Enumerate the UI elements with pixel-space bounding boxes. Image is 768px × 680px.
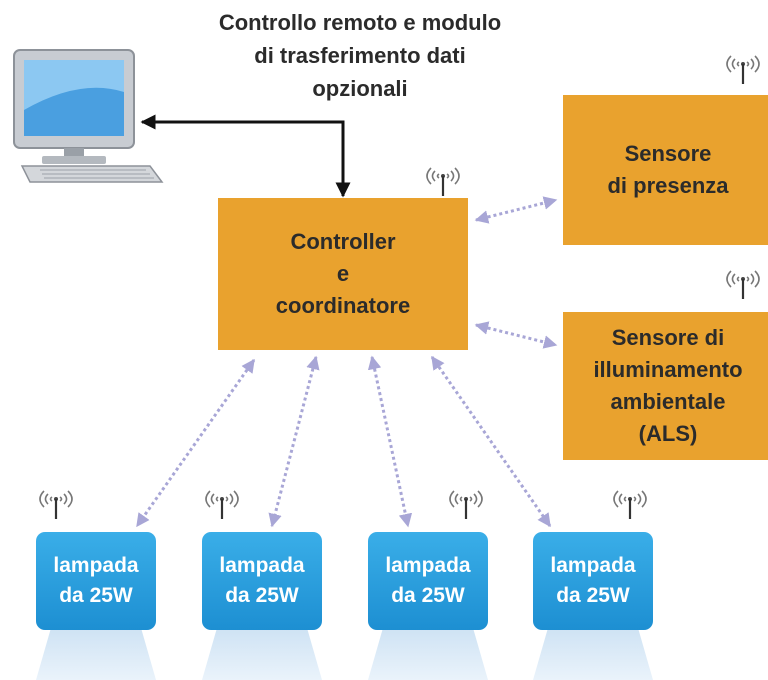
als-sensor-label-line: illuminamento [593,357,743,382]
lamp-label-line: da 25W [59,584,133,607]
remote-control-caption: Controllo remoto e modulo di trasferimen… [150,6,570,105]
wireless-link-lamp-1 [135,358,256,528]
antenna-icon [38,489,74,521]
light-beam [533,630,653,680]
controller-label-line: Controller [290,229,396,254]
lamp-label-line: lampada [385,554,471,577]
antenna-icon [425,166,461,198]
lamp-node-1: lampada da 25W [36,532,156,630]
light-beam [36,630,156,680]
antenna-icon [725,54,761,86]
lamp-label-line: da 25W [556,584,630,607]
wireless-link-presence [474,196,558,224]
lamp-label-line: lampada [550,554,636,577]
presence-sensor-label-line: di presenza [607,173,729,198]
als-sensor-label-line: ambientale [610,389,726,414]
controller-node: Controller e coordinatore [218,198,468,350]
als-sensor-label-line: Sensore di [611,325,725,350]
lamp-label-line: da 25W [225,584,299,607]
wireless-link-lamp-2 [268,355,320,528]
desktop-computer-icon [13,49,164,183]
caption-line: opzionali [312,76,408,101]
lamp-node-3: lampada da 25W [368,532,488,630]
lamp-label-line: lampada [219,554,305,577]
light-beam [368,630,488,680]
antenna-icon [204,489,240,521]
presence-sensor-label-line: Sensore [624,141,712,166]
als-sensor-label-line: (ALS) [638,421,698,446]
antenna-icon [612,489,648,521]
wireless-link-lamp-4 [430,355,552,528]
als-sensor-node: Sensore di illuminamento ambientale (ALS… [563,312,768,460]
lamp-node-4: lampada da 25W [533,532,653,630]
light-beam [202,630,322,680]
caption-line: Controllo remoto e modulo [218,10,502,35]
presence-sensor-node: Sensore di presenza [563,95,768,245]
controller-label-line: e [336,261,350,286]
caption-line: di trasferimento dati [254,43,466,68]
wireless-link-lamp-3 [367,355,413,528]
wired-link [140,114,351,198]
lamp-label-line: lampada [53,554,139,577]
antenna-icon [725,269,761,301]
lamp-label-line: da 25W [391,584,465,607]
controller-label-line: coordinatore [275,293,411,318]
antenna-icon [448,489,484,521]
wireless-link-als [474,321,558,349]
lamp-node-2: lampada da 25W [202,532,322,630]
